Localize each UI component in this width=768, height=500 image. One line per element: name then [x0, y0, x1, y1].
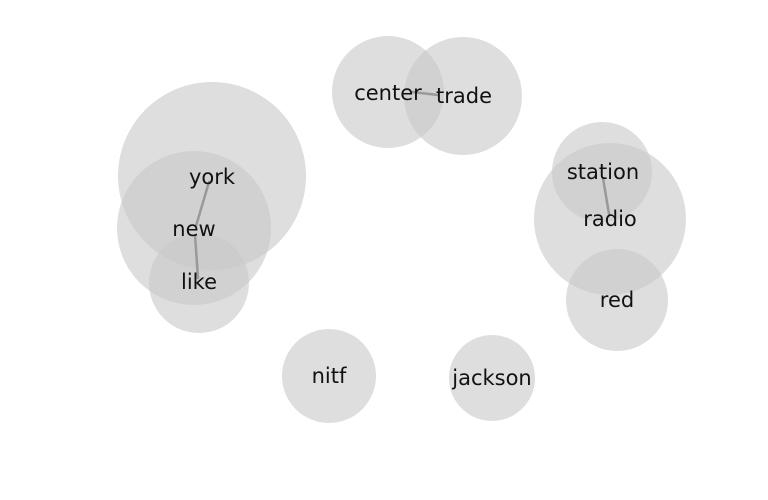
edge-center-trade	[410, 90, 440, 97]
node-label-center: center	[354, 81, 422, 105]
node-label-like: like	[181, 270, 217, 294]
edge-york-new	[194, 180, 211, 228]
node-label-jackson: jackson	[451, 366, 532, 390]
node-bubble-trade	[404, 37, 522, 155]
edge-layer	[193, 90, 611, 280]
node-bubble-nitf	[282, 329, 376, 423]
edge-new-like	[193, 233, 200, 280]
node-label-york: york	[189, 165, 236, 189]
node-label-nitf: nitf	[312, 364, 347, 388]
node-label-station: station	[567, 160, 639, 184]
node-label-trade: trade	[436, 84, 492, 108]
node-bubble-radio	[534, 143, 686, 295]
edge-station-radio	[601, 176, 611, 216]
node-label-red: red	[600, 288, 634, 312]
node-label-radio: radio	[583, 207, 637, 231]
node-label-new: new	[172, 217, 215, 241]
node-bubble-red	[566, 249, 668, 351]
node-bubble-like	[149, 233, 249, 333]
bubble-layer	[117, 36, 686, 423]
label-layer: york new like center trade station radio red nit…	[172, 81, 639, 390]
node-bubble-jackson	[449, 335, 535, 421]
